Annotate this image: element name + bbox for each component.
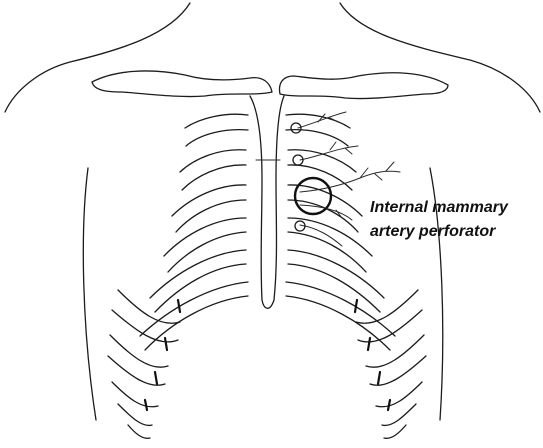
annotation-line-1: Internal mammary: [370, 199, 509, 216]
annotation-line-2: artery perforator: [370, 223, 496, 240]
clavicles: [92, 71, 448, 99]
perforator-highlight-circle: [295, 178, 331, 214]
sternum: [250, 96, 284, 308]
right-ribs: [286, 114, 426, 438]
left-ribs: [108, 114, 248, 438]
